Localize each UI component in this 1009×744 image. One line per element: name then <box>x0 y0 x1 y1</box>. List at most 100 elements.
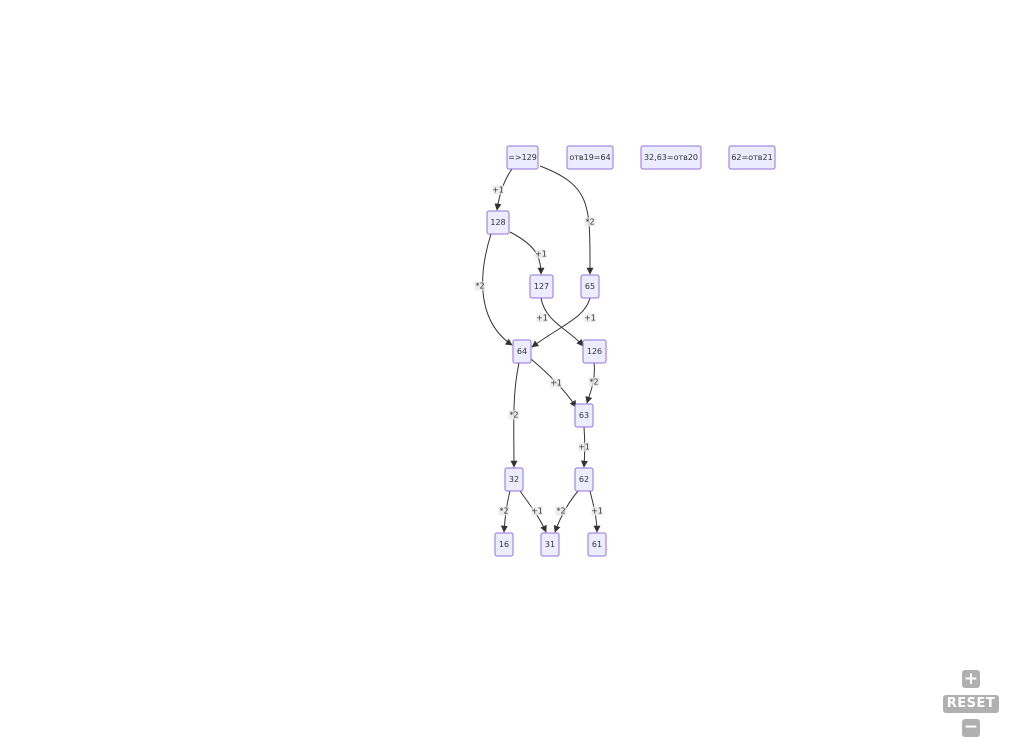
node-label: =>129 <box>508 153 537 162</box>
node-n32[interactable]: 32 <box>504 467 524 492</box>
node-n127[interactable]: 127 <box>529 274 554 299</box>
edge-label-background <box>584 313 596 323</box>
edge-label-background <box>584 217 596 227</box>
node-label: 16 <box>499 540 509 549</box>
node-label: 32 <box>509 475 519 484</box>
edge-label: *2 <box>555 506 567 516</box>
edge-n128-to-n127 <box>509 231 545 275</box>
node-label: 128 <box>490 218 505 227</box>
node-box <box>580 274 600 299</box>
edge-label-background <box>535 249 547 259</box>
node-box <box>494 532 514 557</box>
edge-label-text: *2 <box>509 411 518 420</box>
node-box <box>566 145 614 170</box>
node-label: 65 <box>585 282 595 291</box>
edge-label: +1 <box>535 249 547 259</box>
edge-labels-layer: +1 *2 +1 *2 +1 +1 +1 *2 *2 +1 *2 +1 *2 +1 <box>474 185 603 516</box>
node-box <box>486 210 510 235</box>
edge-label-background <box>492 185 504 195</box>
node-label: 31 <box>545 540 555 549</box>
edge-label: *2 <box>508 410 520 420</box>
edge-label-text: *2 <box>475 282 484 291</box>
node-n61[interactable]: 61 <box>587 532 607 557</box>
nodes-layer: =>129 отв19=64 32,63=отв20 62=отв21 128 127 65… <box>486 145 776 557</box>
edge-label-background <box>531 506 543 516</box>
node-label: 32,63=отв20 <box>644 153 698 162</box>
node-n31[interactable]: 31 <box>540 532 560 557</box>
edge-label-background <box>591 506 603 516</box>
node-n126[interactable]: 126 <box>582 339 607 364</box>
edge-line <box>509 231 545 275</box>
edge-line <box>531 297 591 348</box>
edge-label-text: +1 <box>591 507 603 516</box>
edge-label-text: +1 <box>578 443 590 452</box>
edge-label-text: +1 <box>535 250 547 259</box>
node-label: 63 <box>579 411 589 420</box>
edge-label-background <box>474 281 486 291</box>
edge-line <box>482 233 513 346</box>
node-n128[interactable]: 128 <box>486 210 510 235</box>
edge-label: +1 <box>531 506 543 516</box>
edge-label-text: *2 <box>585 218 594 227</box>
edge-n65-to-n64 <box>531 297 591 348</box>
edge-label: *2 <box>498 506 510 516</box>
edge-label-text: *2 <box>556 507 565 516</box>
edge-label: *2 <box>588 377 600 387</box>
node-box <box>574 467 594 492</box>
node-n129[interactable]: =>129 <box>506 145 539 170</box>
node-label: 126 <box>587 347 602 356</box>
edge-label-text: *2 <box>499 507 508 516</box>
node-box <box>587 532 607 557</box>
node-label: 127 <box>534 282 549 291</box>
node-label: отв19=64 <box>569 153 610 162</box>
node-label: 61 <box>592 540 602 549</box>
edge-label: +1 <box>492 185 504 195</box>
node-box <box>728 145 776 170</box>
edge-label-background <box>588 377 600 387</box>
zoom-out-button[interactable]: − <box>962 717 980 737</box>
node-n63[interactable]: 63 <box>574 403 594 428</box>
edge-label-text: +1 <box>492 186 504 195</box>
node-n65[interactable]: 65 <box>580 274 600 299</box>
edge-label-background <box>498 506 510 516</box>
edge-label: *2 <box>584 217 596 227</box>
edge-n128-to-n64 <box>482 233 513 346</box>
edge-label: +1 <box>584 313 596 323</box>
edge-line <box>539 165 594 275</box>
node-label: 62 <box>579 475 589 484</box>
edge-label: *2 <box>474 281 486 291</box>
reset-zoom-button[interactable]: RESET <box>943 695 999 713</box>
node-box <box>582 339 607 364</box>
node-ans21[interactable]: 62=отв21 <box>728 145 776 170</box>
edge-label: +1 <box>591 506 603 516</box>
node-ans20[interactable]: 32,63=отв20 <box>640 145 702 170</box>
node-n62[interactable]: 62 <box>574 467 594 492</box>
node-n64[interactable]: 64 <box>512 339 532 364</box>
node-box <box>574 403 594 428</box>
edge-label-background <box>555 506 567 516</box>
edge-label-text: +1 <box>550 379 562 388</box>
edge-n129-to-n65 <box>539 165 594 275</box>
edge-label-text: +1 <box>584 314 596 323</box>
node-box <box>504 467 524 492</box>
node-box <box>540 532 560 557</box>
edge-label-text: *2 <box>589 378 598 387</box>
edge-label: +1 <box>578 442 590 452</box>
node-n16[interactable]: 16 <box>494 532 514 557</box>
edge-label-background <box>578 442 590 452</box>
edge-label-background <box>550 378 562 388</box>
edge-n127-to-n126 <box>540 297 584 347</box>
edge-label: +1 <box>536 313 548 323</box>
node-box <box>506 145 539 170</box>
node-ans19[interactable]: отв19=64 <box>566 145 614 170</box>
node-box <box>512 339 532 364</box>
zoom-in-button[interactable]: + <box>962 669 980 689</box>
node-label: 62=отв21 <box>731 153 772 162</box>
edge-label-background <box>536 313 548 323</box>
node-box <box>529 274 554 299</box>
edge-label-background <box>508 410 520 420</box>
edge-line <box>540 297 584 347</box>
edge-label-text: +1 <box>536 314 548 323</box>
